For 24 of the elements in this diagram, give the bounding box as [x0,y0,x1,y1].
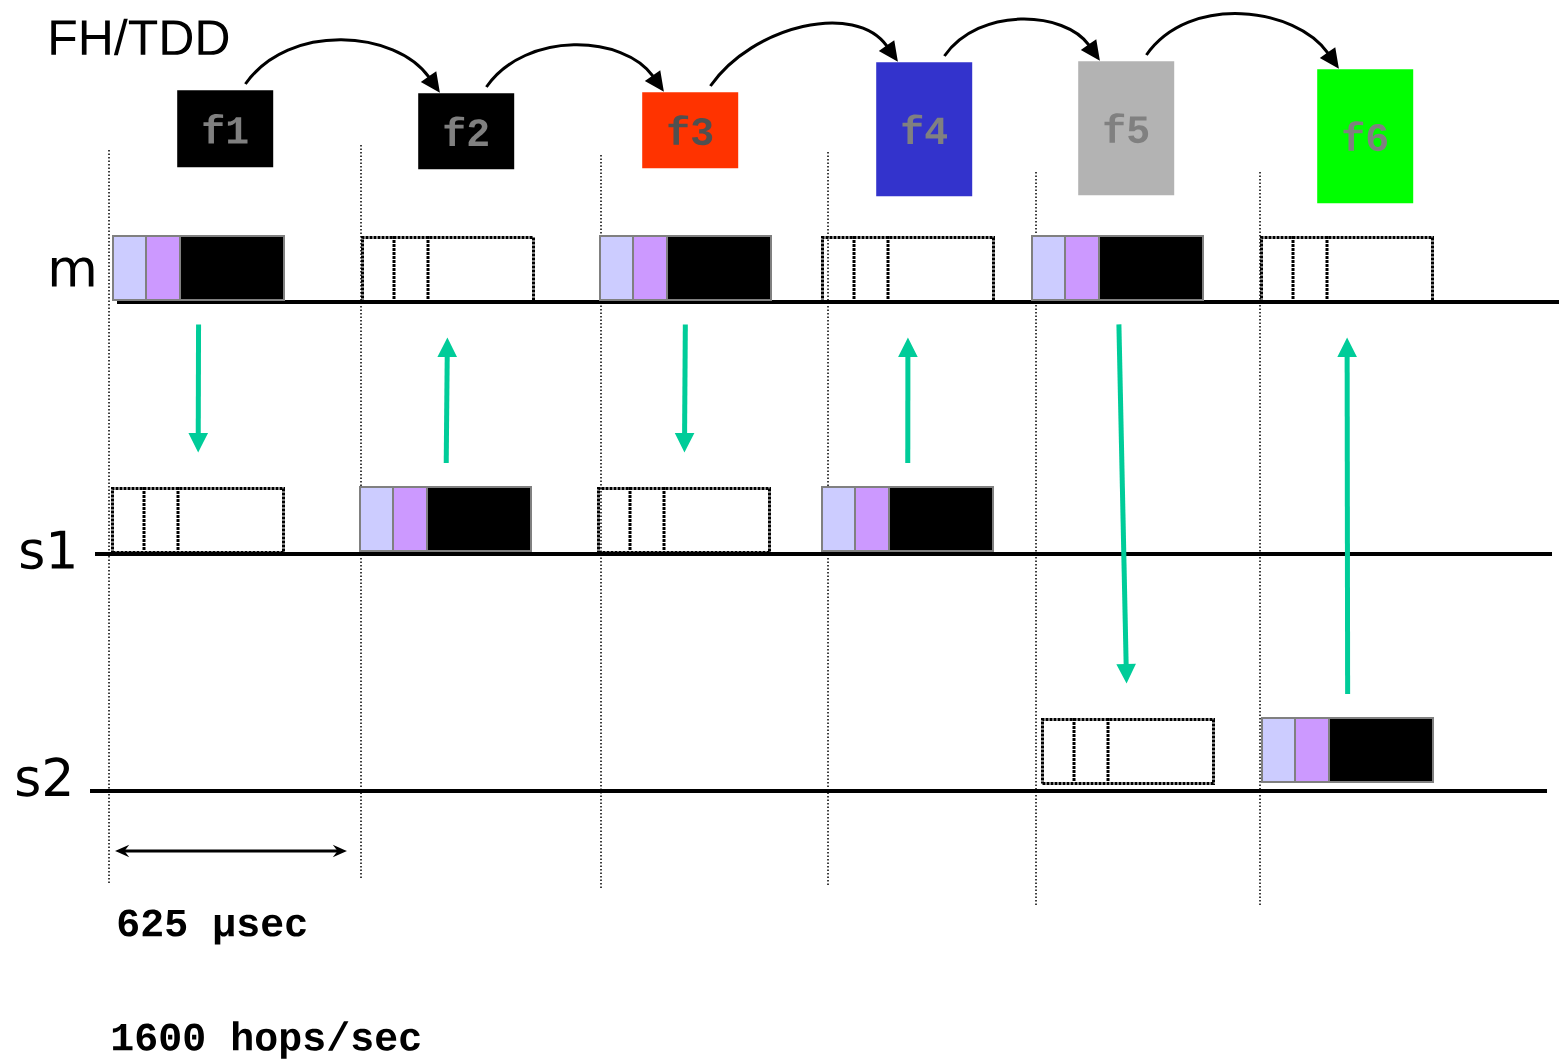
hop-arrow [709,21,898,87]
empty-slot-box [1260,234,1434,303]
packet-box [1031,235,1204,301]
empty-slot-box [361,234,535,303]
row-label: s2 [17,757,70,797]
empty-slot-box [111,485,285,554]
empty-slot-box [821,234,995,303]
packet-box [599,235,772,301]
frequency-box: f3 [642,92,739,169]
packet-box [112,235,285,301]
empty-slot-box [1041,716,1215,785]
frequency-box: f1 [177,90,274,168]
note-label: 625 μsec [118,909,306,945]
note-label: 1600 hops/sec [112,1021,420,1059]
packet-box [821,486,994,552]
title: FH/TDD [51,18,229,56]
empty-slot-box [597,485,771,554]
frequency-box: f4 [876,62,973,197]
packet-box [1261,717,1434,783]
row-label: s1 [21,530,74,570]
row-label: m [51,257,94,287]
frequency-box: f2 [418,93,515,170]
frequency-box: f6 [1317,69,1414,204]
packet-box [359,486,532,552]
